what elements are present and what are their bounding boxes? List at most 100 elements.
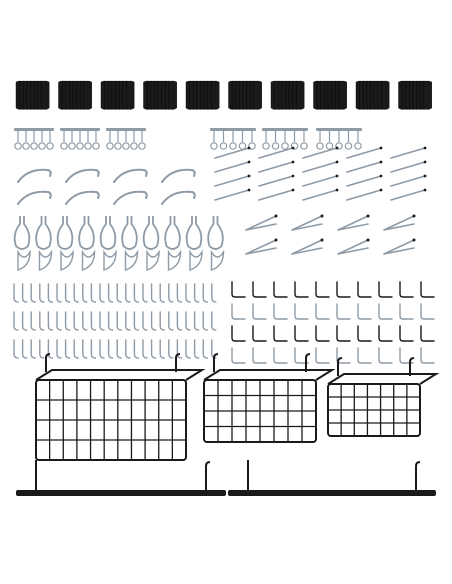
pegboard-clip-stack: [15, 80, 50, 110]
straight-hook: [214, 147, 250, 159]
loop-hook: [35, 216, 52, 250]
clip-piece: [41, 80, 50, 110]
hook-tip: [291, 188, 295, 192]
basket-hanger: [45, 353, 51, 372]
loop-hook: [13, 216, 31, 250]
clip-piece: [296, 80, 305, 110]
black-l-hook: [357, 303, 372, 320]
wire-basket: [35, 353, 206, 461]
straight-hook: [346, 147, 382, 159]
l-hook: [159, 339, 165, 359]
ring: [300, 142, 308, 150]
l-hook: [125, 339, 131, 359]
l-hook: [107, 283, 114, 303]
l-hook: [47, 283, 54, 303]
l-hook: [150, 339, 157, 359]
ring: [325, 142, 334, 150]
loop-hook: [99, 216, 117, 250]
l-hook: [82, 311, 88, 331]
loop-hook: [142, 216, 160, 250]
hook-tip: [423, 188, 427, 192]
straight-hook: [258, 189, 294, 201]
black-l-hook: [336, 303, 351, 320]
l-hook: [30, 283, 36, 303]
l-hook: [150, 311, 157, 331]
straight-hook: [258, 161, 294, 173]
black-l-hook: [273, 281, 288, 298]
ring: [38, 142, 46, 150]
l-hook: [13, 283, 19, 303]
pegboard-clip-stack: [185, 80, 220, 110]
ring: [335, 142, 343, 150]
black-l-hook: [378, 325, 393, 342]
black-l-hook: [315, 347, 330, 364]
basket-hanger: [409, 357, 415, 376]
loop-hook: [56, 216, 74, 250]
l-hook: [211, 311, 217, 331]
clip-piece: [381, 80, 390, 110]
holder-bar: [262, 128, 308, 131]
ring: [138, 142, 146, 150]
clip-piece: [211, 80, 220, 110]
black-l-hook: [399, 325, 414, 342]
clip-piece: [338, 80, 347, 110]
black-l-hook: [378, 303, 393, 320]
double-hook: [291, 239, 323, 255]
black-l-hooks: [231, 281, 435, 364]
holder-bar: [210, 128, 256, 131]
black-l-hook: [294, 281, 309, 298]
black-l-hook: [252, 347, 267, 364]
l-hook: [125, 311, 131, 331]
l-hook: [39, 311, 45, 331]
l-hook: [185, 283, 191, 303]
loop-hook: [78, 216, 95, 250]
l-hook: [21, 283, 28, 303]
hook-tip: [335, 146, 339, 150]
ring: [106, 142, 114, 150]
black-l-hook: [399, 303, 414, 320]
ring: [114, 142, 122, 150]
loop-hook: [164, 216, 181, 250]
hook-tip: [412, 214, 416, 218]
basket-hanger: [175, 353, 181, 372]
l-hook: [39, 339, 45, 359]
double-hook: [383, 215, 415, 231]
straight-hook: [302, 175, 338, 187]
loop-hook: [121, 216, 138, 250]
black-l-hook: [399, 347, 414, 364]
chrome-loop-hooks: [13, 216, 225, 271]
basket-rim: [203, 369, 336, 381]
black-l-hook: [273, 347, 288, 364]
straight-hook: [346, 189, 382, 201]
j-hook: [65, 168, 100, 183]
black-l-hook: [315, 325, 330, 342]
l-hook: [193, 339, 200, 359]
pegboard-clip-stack: [228, 80, 262, 110]
hook-tip: [379, 174, 383, 178]
j-hook: [17, 190, 52, 205]
straight-hook: [258, 147, 294, 159]
l-hook: [90, 283, 97, 303]
holder-bar: [316, 128, 362, 131]
l-hook: [30, 339, 36, 359]
bin-rail: [16, 460, 226, 496]
holder-bar: [60, 128, 100, 131]
l-hook: [125, 283, 131, 303]
black-l-hook: [420, 325, 435, 342]
hook-tip: [366, 238, 370, 242]
wire-basket: [327, 357, 440, 437]
black-l-hook: [231, 303, 246, 320]
ring: [76, 142, 84, 150]
basket-rim: [35, 369, 206, 381]
l-hook: [193, 283, 200, 303]
black-l-hook: [315, 303, 330, 320]
straight-hook: [390, 161, 426, 173]
ring: [271, 142, 280, 150]
ring: [92, 142, 100, 150]
straight-hook: [390, 175, 426, 187]
black-l-hook: [336, 325, 351, 342]
l-hook: [168, 339, 174, 359]
l-hook: [142, 283, 148, 303]
pegboard-clip-stack: [398, 80, 432, 110]
straight-hook: [390, 189, 426, 201]
